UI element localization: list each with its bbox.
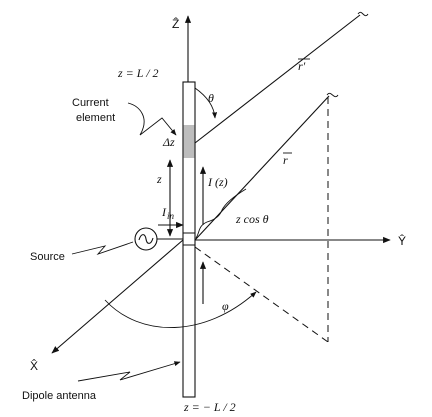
r-prime-ray [194,14,361,144]
r-prime-label: r′ [298,59,306,73]
i-in-label: I [161,205,167,219]
source-pointer [71,241,134,255]
x-axis-line [51,239,184,354]
z-cos-theta-brace [195,188,247,239]
y-axis-label: Ŷ [398,233,406,248]
r-prime-break [357,11,369,17]
phi-arc [104,291,257,328]
x-axis-label: X̂ [30,358,38,373]
phi-label: φ [222,299,229,313]
r-label: r [283,153,288,167]
projection-ground [194,246,329,343]
current-element-label-line2: element [76,112,115,124]
dipole-antenna-pointer [77,361,181,382]
i-in-subscript: in [167,211,175,221]
theta-label: θ [208,91,214,105]
source-label: Source [30,251,65,263]
i-of-z-label: I (z) [207,175,228,189]
theta-arc [194,87,218,119]
r-ray [194,95,330,241]
z-bottom-label: z = − L / 2 [183,400,236,414]
current-element-label-line1: Current [72,97,109,109]
z-label: z [156,172,162,186]
current-element-pointer [127,102,177,136]
r-break [326,92,339,98]
z-cos-theta-label: z cos θ [235,212,269,226]
delta-z-label: Δz [162,135,175,149]
z-axis-label: Ẑ [172,16,179,31]
z-top-label: z = L / 2 [117,66,159,80]
sine-wave-icon [138,234,154,244]
current-element [183,125,195,158]
feed-gap [183,232,195,246]
dipole-antenna-label: Dipole antenna [22,390,97,402]
